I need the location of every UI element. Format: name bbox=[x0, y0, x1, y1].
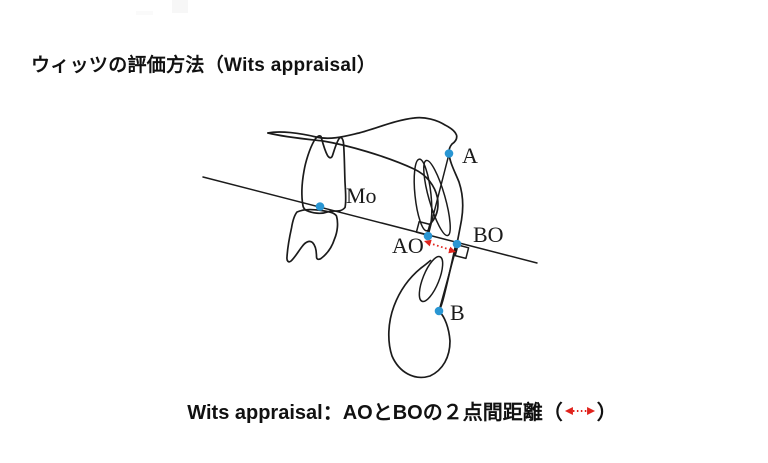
label-ao: AO bbox=[392, 233, 424, 258]
point-marker-mo bbox=[315, 202, 325, 211]
lower-molar-outline bbox=[286, 208, 339, 263]
ao-bo-distance-arrowhead-left bbox=[424, 239, 432, 247]
label-a: A bbox=[462, 143, 478, 168]
label-bo: BO bbox=[473, 222, 504, 247]
caption-text-before: Wits appraisal：AOとBOの２点間距離（ bbox=[187, 402, 563, 424]
upper-molar-outline bbox=[301, 135, 347, 215]
point-marker-a bbox=[444, 149, 454, 158]
top-edge-artifact bbox=[172, 0, 188, 13]
ao-bo-distance-arrowhead-right bbox=[448, 246, 456, 254]
label-b: B bbox=[450, 300, 465, 325]
upper-incisor-outline-2 bbox=[413, 158, 433, 232]
caption: Wits appraisal：AOとBOの２点間距離（ ） bbox=[18, 396, 768, 425]
point-marker-ao bbox=[423, 231, 433, 241]
right-angle-mark-bo bbox=[454, 244, 470, 260]
point-marker-bo bbox=[452, 239, 462, 249]
right-angle-mark-ao bbox=[415, 220, 431, 236]
upper-incisor-outline bbox=[423, 159, 451, 237]
maxilla-outline-top bbox=[267, 116, 464, 245]
projection-line-a-ao bbox=[427, 153, 450, 237]
maxilla-outline-bottom bbox=[267, 132, 439, 225]
lower-incisor-outline bbox=[418, 255, 444, 303]
red-dotted-double-arrow-icon bbox=[564, 401, 596, 424]
ao-bo-distance-arrow-shaft bbox=[428, 242, 452, 251]
occlusal-plane-line bbox=[202, 176, 538, 264]
projection-line-b-bo bbox=[438, 244, 458, 312]
top-edge-artifact-2 bbox=[136, 11, 153, 15]
point-marker-b bbox=[434, 306, 444, 316]
label-mo: Mo bbox=[346, 183, 377, 208]
mandible-symphysis-outline bbox=[388, 247, 456, 379]
caption-text-after: ） bbox=[596, 402, 617, 424]
page-title: ウィッツの評価方法（Wits appraisal） bbox=[31, 55, 377, 76]
